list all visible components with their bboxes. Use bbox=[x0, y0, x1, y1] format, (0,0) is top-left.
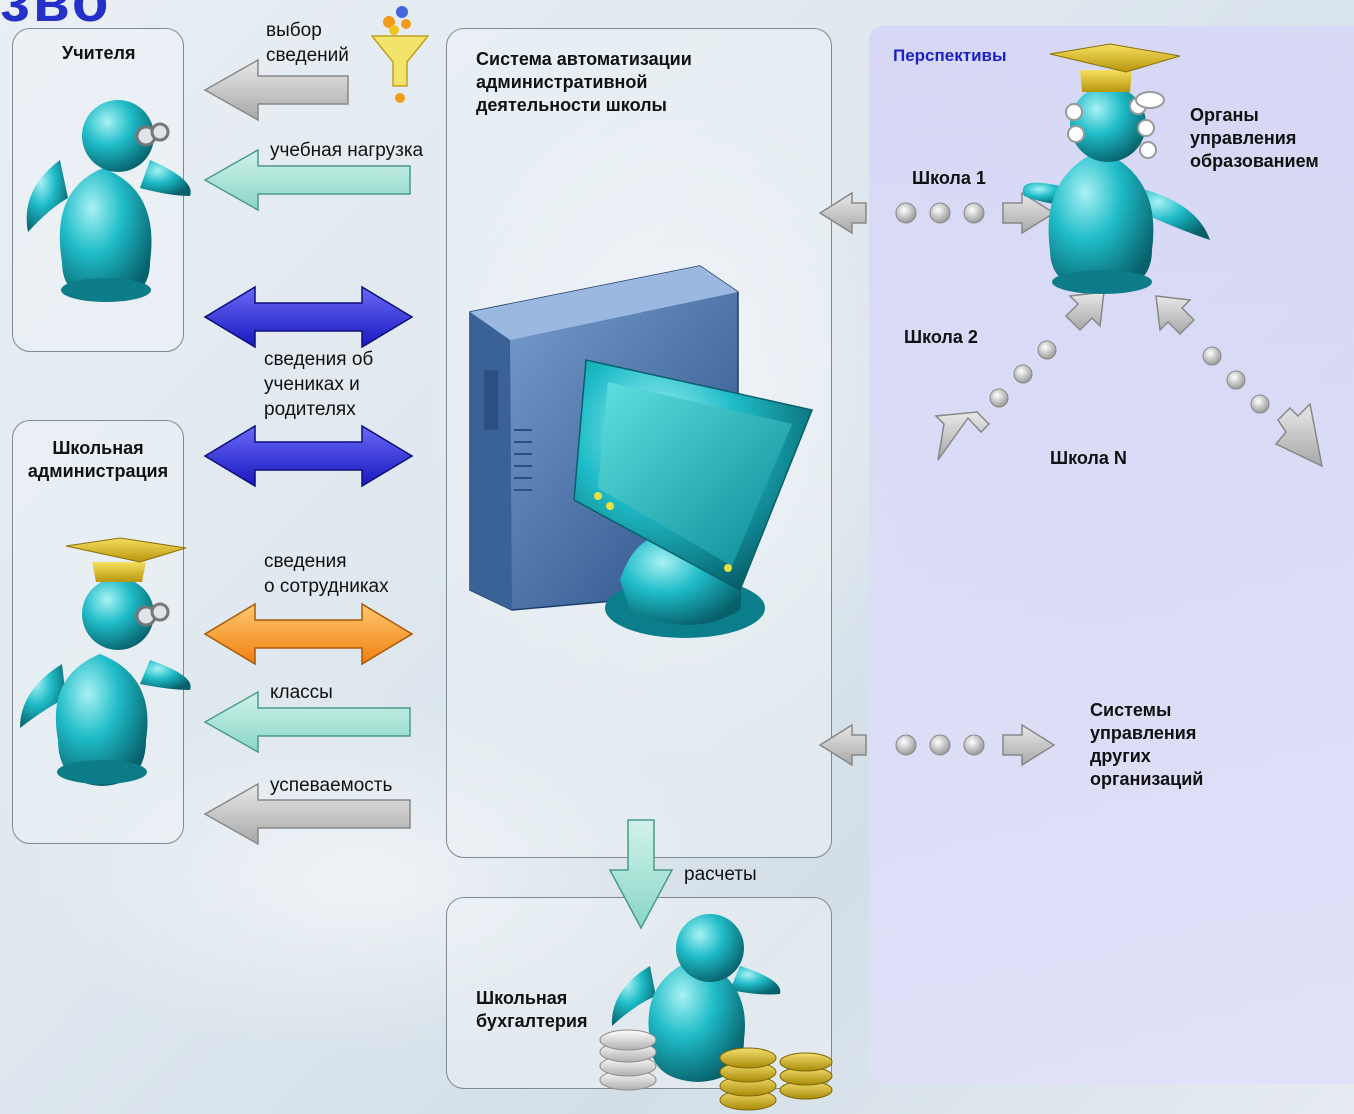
label-info-selection: выбор сведений bbox=[266, 20, 349, 66]
node-system: Система автоматизации административной д… bbox=[476, 49, 692, 115]
node-teachers: Учителя bbox=[62, 43, 136, 63]
node-school-2: Школа 2 bbox=[904, 327, 978, 347]
connector-school-n bbox=[1155, 295, 1324, 468]
arrow-classes bbox=[203, 690, 411, 754]
node-education-authorities: Органы управления образованием bbox=[1190, 105, 1319, 171]
node-administration: Школьная администрация bbox=[27, 438, 169, 481]
node-school-n: Школа N bbox=[1050, 448, 1127, 468]
teacher-figure-icon bbox=[26, 100, 191, 302]
arrow-staff-info bbox=[203, 602, 414, 666]
connector-school-2 bbox=[934, 291, 1105, 461]
arrow-payments bbox=[608, 819, 674, 930]
node-other-systems: Системы управления других организаций bbox=[1090, 700, 1204, 789]
connector-school-1 bbox=[818, 191, 1056, 235]
node-accounting: Школьная бухгалтерия bbox=[476, 988, 588, 1031]
label-classes: классы bbox=[270, 682, 333, 703]
node-prospects: Перспективы bbox=[893, 46, 1007, 65]
label-students-parents: сведения об учениках и родителях bbox=[264, 349, 374, 420]
gold-coins-icon bbox=[719, 1047, 833, 1111]
arrow-teaching-load bbox=[203, 148, 411, 212]
arrow-students-parents-bottom bbox=[203, 424, 414, 488]
label-staff-info: сведения о сотрудниках bbox=[264, 551, 389, 597]
arrow-performance bbox=[203, 782, 411, 846]
education-authority-figure-icon bbox=[1022, 43, 1210, 294]
administrator-figure-icon bbox=[20, 537, 191, 786]
label-performance: успеваемость bbox=[270, 775, 393, 796]
computer-icon bbox=[469, 265, 814, 638]
label-payments: расчеты bbox=[684, 864, 757, 885]
accountant-figure-icon bbox=[611, 914, 781, 1082]
node-school-1: Школа 1 bbox=[912, 168, 986, 188]
arrow-info-selection bbox=[203, 58, 349, 122]
arrow-students-parents-top bbox=[203, 285, 414, 349]
connector-other-systems bbox=[818, 723, 1056, 767]
silver-coins-icon bbox=[599, 1029, 657, 1091]
filter-funnel-icon bbox=[370, 6, 430, 103]
label-teaching-load: учебная нагрузка bbox=[270, 140, 424, 161]
